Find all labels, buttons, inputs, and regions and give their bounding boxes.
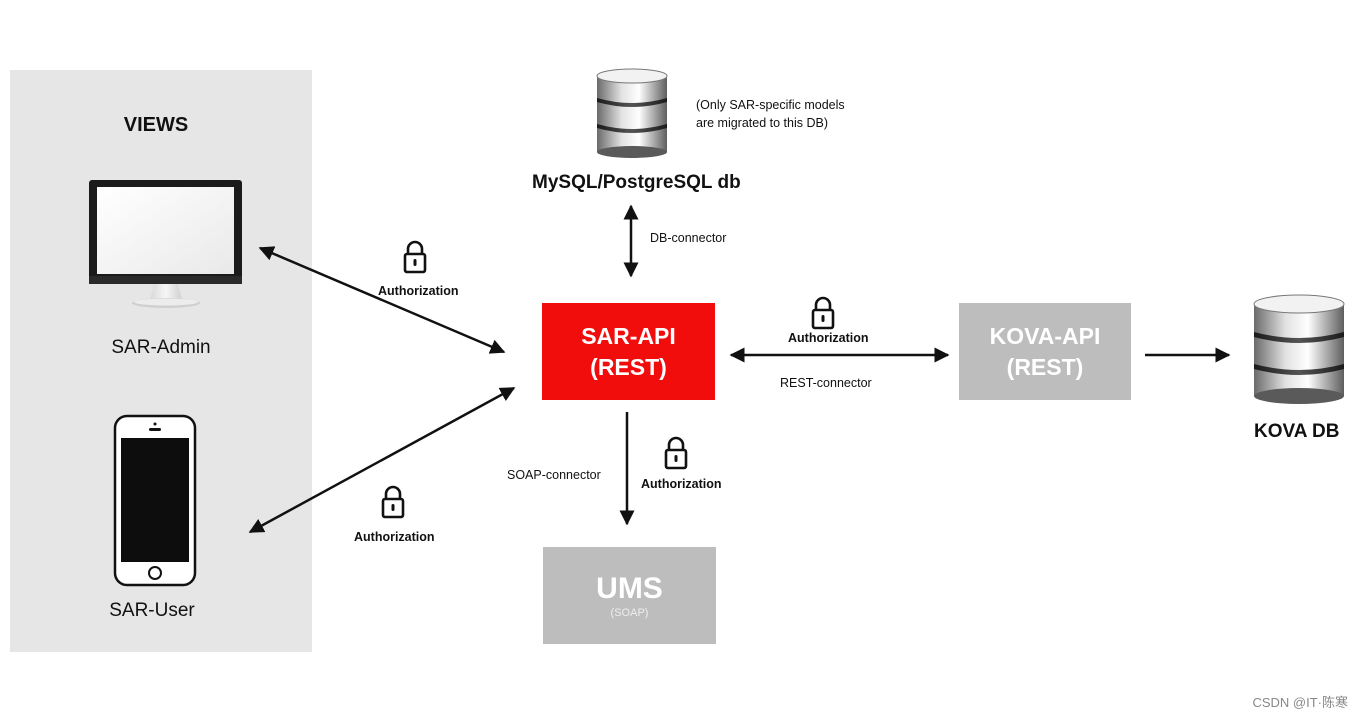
db-note-line2: are migrated to this DB) [696,116,828,130]
auth-label-admin: Authorization [378,284,459,298]
rest-connector-label: REST-connector [780,376,872,390]
ums-subtitle: (SOAP) [610,606,649,619]
lock-icon [403,240,427,274]
smartphone-icon [113,414,197,587]
user-api-arrow [248,386,516,534]
ums-title: UMS [596,571,663,605]
lock-icon [811,296,835,330]
database-icon [1253,294,1345,404]
kova-api-subtitle: (REST) [1006,353,1084,380]
ums-box: UMS (SOAP) [543,547,716,644]
auth-label-user: Authorization [354,530,435,544]
sar-api-title: SAR-API [581,322,676,349]
db-connector-label: DB-connector [650,231,727,245]
lock-icon [664,436,688,470]
admin-api-arrow [258,246,506,354]
sar-api-box: SAR-API (REST) [542,303,715,400]
mysql-db-label: MySQL/PostgreSQL db [532,172,741,193]
lock-icon [381,485,405,519]
kova-db-label: KOVA DB [1254,421,1340,442]
sar-user-label: SAR-User [109,600,195,621]
watermark: CSDN @IT·陈寒 [1252,695,1348,710]
auth-label-ums: Authorization [641,477,722,491]
kova-api-box: KOVA-API (REST) [959,303,1131,400]
monitor-icon [89,180,242,308]
sar-admin-label: SAR-Admin [111,337,211,358]
views-title: VIEWS [123,114,189,136]
db-note-line1: (Only SAR-specific models [696,98,845,112]
auth-label-kova: Authorization [788,331,869,345]
db-note: (Only SAR-specific models are migrated t… [696,96,845,132]
database-icon [596,68,668,158]
kova-api-title: KOVA-API [989,322,1101,349]
soap-connector-label: SOAP-connector [507,468,601,482]
sar-api-subtitle: (REST) [590,353,667,380]
